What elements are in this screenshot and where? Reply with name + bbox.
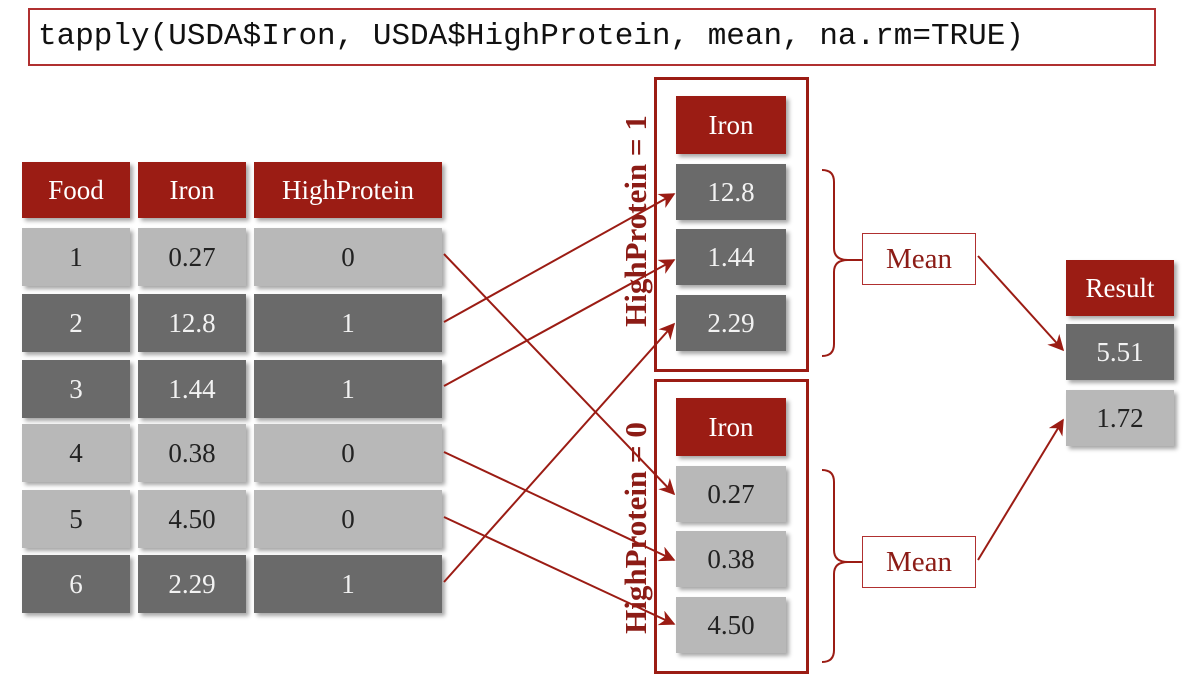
code-expression: tapply(USDA$Iron, USDA$HighProtein, mean…	[28, 8, 1156, 66]
group-box-highprotein-1	[654, 77, 809, 372]
arrow-row5-to-group0	[443, 516, 676, 626]
arrow-row2-to-group1	[443, 193, 676, 323]
group-value: 0.27	[676, 466, 786, 522]
group-header-iron: Iron	[676, 398, 786, 456]
arrow-row3-to-group1	[443, 259, 676, 387]
table-cell-food: 3	[22, 360, 130, 418]
table-cell-food: 2	[22, 294, 130, 352]
table-header-iron: Iron	[138, 162, 246, 218]
table-cell-highprotein: 1	[254, 294, 442, 352]
group-value: 12.8	[676, 164, 786, 220]
group-value: 0.38	[676, 531, 786, 587]
group-value: 4.50	[676, 597, 786, 653]
mean-box: Mean	[862, 233, 976, 285]
table-cell-iron: 0.27	[138, 228, 246, 286]
table-cell-food: 5	[22, 490, 130, 548]
result-value: 1.72	[1066, 390, 1174, 446]
table-cell-iron: 0.38	[138, 424, 246, 482]
table-cell-highprotein: 0	[254, 424, 442, 482]
group-value: 2.29	[676, 295, 786, 351]
result-header: Result	[1066, 260, 1174, 316]
brace-group0	[821, 469, 849, 663]
table-cell-food: 6	[22, 555, 130, 613]
arrow-row6-to-group1	[443, 322, 676, 583]
result-value: 5.51	[1066, 324, 1174, 380]
table-cell-highprotein: 0	[254, 228, 442, 286]
brace-group1	[821, 169, 849, 357]
arrow-mean0-to-result	[977, 418, 1064, 561]
group-header-iron: Iron	[676, 96, 786, 154]
table-cell-food: 4	[22, 424, 130, 482]
table-cell-highprotein: 0	[254, 490, 442, 548]
arrow-row4-to-group0	[443, 451, 676, 562]
table-cell-iron: 4.50	[138, 490, 246, 548]
table-cell-iron: 1.44	[138, 360, 246, 418]
table-header-highprotein: HighProtein	[254, 162, 442, 218]
group-value: 1.44	[676, 229, 786, 285]
table-header-food: Food	[22, 162, 130, 218]
table-cell-iron: 2.29	[138, 555, 246, 613]
mean-box: Mean	[862, 536, 976, 588]
table-cell-food: 1	[22, 228, 130, 286]
arrow-mean1-to-result	[977, 255, 1065, 352]
table-cell-highprotein: 1	[254, 555, 442, 613]
arrow-row1-to-group0	[443, 253, 676, 496]
table-cell-iron: 12.8	[138, 294, 246, 352]
group-box-highprotein-0	[654, 379, 809, 674]
table-cell-highprotein: 1	[254, 360, 442, 418]
